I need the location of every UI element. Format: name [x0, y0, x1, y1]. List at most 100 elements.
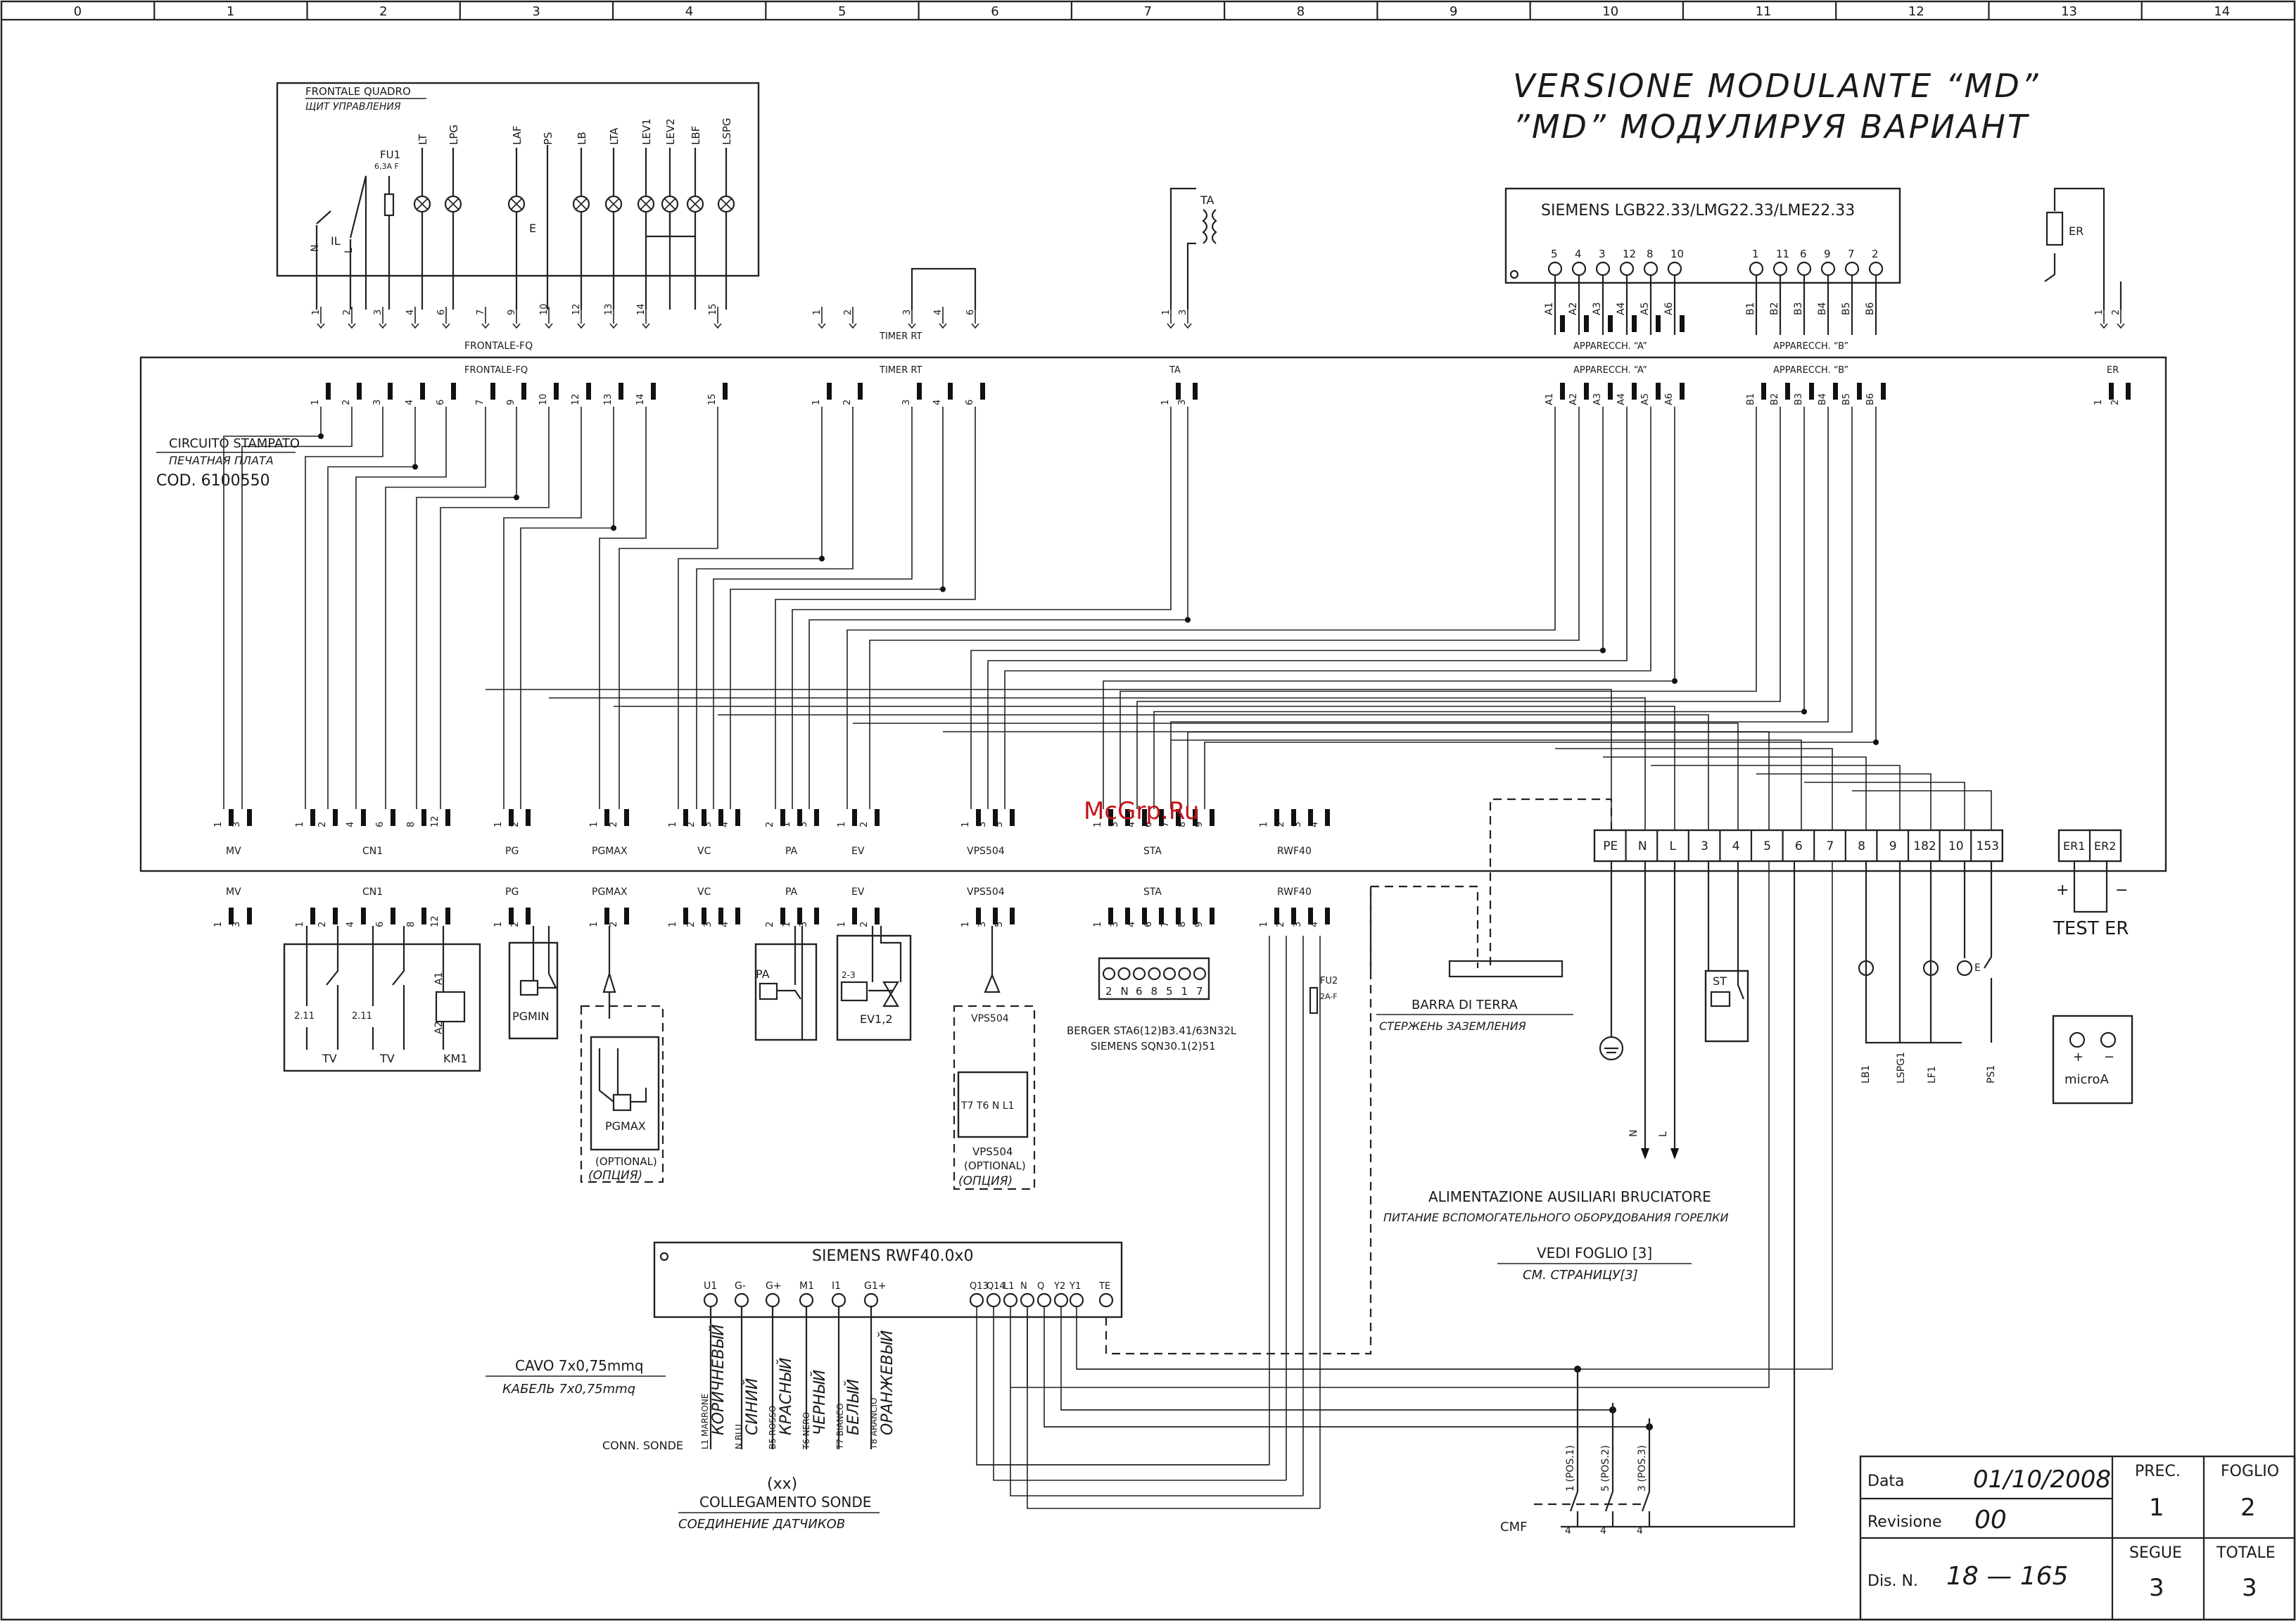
cmf-b1: 4	[1565, 1525, 1571, 1537]
pcb-upper-pin	[554, 383, 559, 400]
pcb-upper-pin-label: 9	[506, 400, 516, 405]
field-pin	[421, 908, 426, 924]
lamp-label-lpg: LPG	[448, 125, 460, 145]
siemens-pin-B5: B5	[1841, 302, 1852, 315]
vps-label: VPS504	[972, 1145, 1013, 1158]
pcb-lower-pin	[976, 809, 981, 826]
grid-col-0: 0	[74, 4, 82, 19]
pcb-upper-pin-label: 1	[2093, 400, 2104, 405]
grid-col-11: 11	[1756, 4, 1772, 19]
field-pin	[1210, 908, 1214, 924]
pcb-upper-pin	[1680, 383, 1685, 400]
rwf-in-g+: G+	[766, 1280, 782, 1292]
pcb-upper-pin	[326, 383, 331, 400]
ta-term-3: 3	[1178, 310, 1188, 315]
field-pin	[1291, 908, 1296, 924]
field-pin	[1325, 908, 1330, 924]
circuit-title: CIRCUITO STAMPATO	[169, 436, 300, 451]
wire-label-ru: КРАСНЫЙ	[777, 1358, 795, 1435]
field-label-cn1: CN1	[362, 886, 383, 898]
pcb-lower-pin-label: 1	[837, 822, 847, 827]
pcb-upper-pin	[1857, 383, 1862, 400]
pcb-lower-pin-label: 3	[703, 822, 713, 827]
pcb-upper-pin	[388, 383, 393, 400]
sta-screw-icon	[1162, 967, 1176, 981]
rwf-out-te: TE	[1098, 1281, 1110, 1292]
sta-screw-icon	[1178, 967, 1191, 981]
front-term-12: 12	[571, 303, 582, 315]
field-pin	[1274, 908, 1279, 924]
siemens-pin-B1: B1	[1745, 302, 1756, 315]
pcb-lower-pin-label: 4	[1127, 822, 1137, 827]
pcb-lower-pin-label: 1	[493, 822, 504, 827]
sta-term: 8	[1151, 985, 1158, 998]
st-label: ST	[1713, 974, 1727, 988]
circuit-code: COD. 6100550	[156, 472, 270, 490]
pcb-upper-pin-label: 3	[372, 400, 383, 405]
field-pin	[229, 908, 234, 924]
pcb-upper-pin-label: 1	[310, 400, 321, 405]
pcb-lower-pin-label: 4	[720, 822, 730, 827]
pcb-lower-pin-label: 1	[960, 822, 971, 827]
front-term-2: 2	[342, 310, 353, 315]
grid-col-10: 10	[1602, 4, 1618, 19]
pcb-lower-pin	[1142, 809, 1147, 826]
er-term-2: 2	[2111, 310, 2121, 315]
pcb-upper-pin-label: 2	[341, 400, 352, 405]
siemens-screw-icon	[1595, 261, 1611, 276]
field-pin-label: 1	[493, 922, 504, 927]
sta-term: 2	[1105, 985, 1112, 998]
field-pin	[1308, 908, 1313, 924]
test-er-label: TEST ER	[2053, 918, 2129, 939]
pcb-upper-pin-label: A4	[1616, 393, 1627, 405]
field-pin-label: 3	[1110, 922, 1120, 927]
pcb-lower-pin	[683, 809, 688, 826]
field-pin-label: 2	[765, 922, 775, 927]
fuse-label: FU1	[380, 148, 400, 161]
dis-value: 18 — 165	[1946, 1562, 2068, 1591]
wire-label: B5 ROSSO	[768, 1406, 778, 1449]
pcb-lower-pin-label: 2	[686, 822, 697, 827]
pcb-lower-label-pgmax: PGMAX	[592, 846, 628, 857]
field-pin	[814, 908, 819, 924]
grid-col-7: 7	[1144, 4, 1152, 19]
ev-pins: 2-3	[842, 970, 856, 980]
front-term-4: 4	[405, 310, 416, 315]
dis-label: Dis. N.	[1867, 1572, 1918, 1590]
pcb-lower-pin	[1108, 809, 1113, 826]
foglio-value: 2	[2240, 1494, 2256, 1522]
pcb-lower-pin	[1274, 809, 1279, 826]
pcb-upper-pin	[1656, 383, 1661, 400]
rwf-in-g-: G-	[735, 1280, 746, 1292]
ps1-e: E	[1974, 962, 1981, 974]
field-pin-label: 1	[782, 922, 792, 927]
rwf-screw-icon	[1098, 1292, 1114, 1308]
pcb-upper-pin-label: 2	[842, 400, 853, 405]
field-pin	[1010, 908, 1015, 924]
siemens-screw-icon	[1749, 261, 1764, 276]
pcb-lower-pin	[624, 809, 629, 826]
field-pin	[718, 908, 723, 924]
field-pin	[683, 908, 688, 924]
rwf-screw-icon	[1020, 1292, 1035, 1308]
field-pin	[1108, 908, 1113, 924]
field-pin	[604, 908, 609, 924]
field-pin	[509, 908, 514, 924]
lamp-label-lt: LT	[417, 134, 429, 145]
siemens-pin-B4: B4	[1817, 302, 1828, 315]
microa-plus: +	[2073, 1050, 2083, 1064]
field-pin-label: 2	[317, 922, 328, 927]
ps1-label: PS1	[1986, 1065, 1997, 1083]
pcb-lower-pin	[421, 809, 426, 826]
pcb-lower-pin-label: 9	[1194, 822, 1205, 827]
siemens-screw-icon	[1772, 261, 1788, 276]
rwf-screw-icon	[1053, 1292, 1069, 1308]
terminal-153: 153	[1977, 839, 1999, 853]
pcb-upper-pin-label: 15	[707, 393, 718, 405]
pa-box	[754, 943, 818, 1041]
lamp-label-ps: PS	[542, 132, 554, 145]
field-pin-label: 1	[960, 922, 971, 927]
pcb-upper-pin	[420, 383, 425, 400]
lamp-label-lev2: LEV2	[664, 118, 677, 145]
